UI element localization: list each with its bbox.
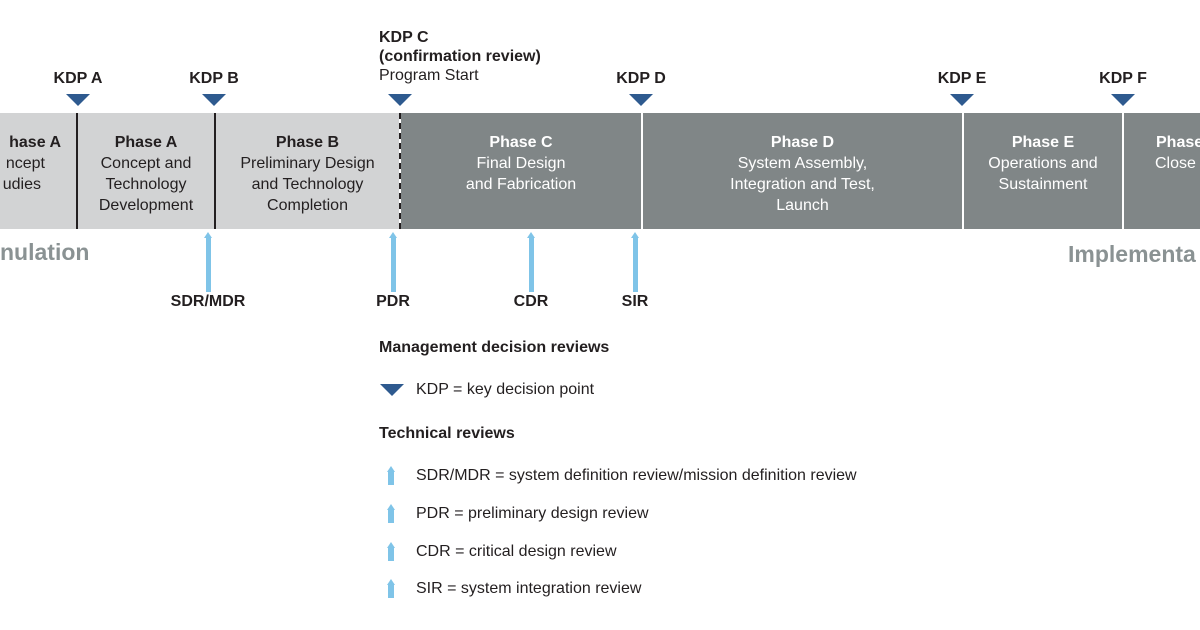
- phase-divider: [76, 113, 78, 229]
- phase-c-desc-1: Final Design: [476, 155, 566, 172]
- kdp-c-label-group: KDP C (confirmation review) Program Star…: [379, 29, 541, 85]
- phase-b-desc-2: and Technology: [251, 176, 364, 193]
- legend-cdr-entry: CDR = critical design review: [416, 543, 617, 560]
- legend-pdr-entry: PDR = preliminary design review: [416, 505, 649, 522]
- phase-e-desc-2: Sustainment: [998, 176, 1088, 193]
- phase-b-title: Phase B: [275, 134, 340, 151]
- phase-a-desc-2: Technology: [105, 176, 187, 193]
- phase-divider: [962, 113, 964, 229]
- legend-kdp-triangle-icon: [380, 384, 404, 396]
- phase-pre-a: hase A ncept udies: [0, 113, 77, 229]
- kdp-f-label: KDP F: [1099, 70, 1147, 87]
- sir-label: SIR: [621, 293, 649, 310]
- cdr-label: CDR: [513, 293, 549, 310]
- phase-b-desc-3: Completion: [267, 197, 348, 214]
- kdp-b-label: KDP B: [189, 70, 239, 87]
- sir-arrow-icon: [631, 232, 639, 292]
- phase-pre-a-desc-2: udies: [2, 176, 41, 193]
- formulation-implementation-boundary: [399, 113, 401, 229]
- legend-review-arrow-icon: [386, 542, 395, 561]
- phase-f-title: Phase: [1156, 134, 1200, 151]
- kdp-f-marker-icon: [1111, 94, 1135, 106]
- kdp-c-sublabel: (confirmation review): [379, 48, 541, 65]
- phase-c-title: Phase C: [489, 134, 553, 151]
- phase-divider: [214, 113, 216, 229]
- kdp-b-marker-icon: [202, 94, 226, 106]
- phase-d-desc-3: Launch: [776, 197, 829, 214]
- implementation-label: Implementa: [1068, 241, 1196, 267]
- kdp-a-label: KDP A: [53, 70, 103, 87]
- pdr-arrow-icon: [389, 232, 397, 292]
- legend-technical-heading: Technical reviews: [379, 425, 515, 442]
- phase-d-desc-1: System Assembly,: [737, 155, 868, 172]
- phase-pre-a-title: hase A: [9, 134, 61, 151]
- kdp-d-marker-icon: [629, 94, 653, 106]
- legend-kdp-entry: KDP = key decision point: [416, 381, 595, 398]
- legend-sir-entry: SIR = system integration review: [416, 580, 642, 597]
- phase-e: Phase E Operations and Sustainment: [964, 113, 1122, 229]
- phase-bar: hase A ncept udies Phase A Concept and T…: [0, 113, 1200, 229]
- phase-b-desc-1: Preliminary Design: [240, 155, 375, 172]
- kdp-c-marker-icon: [388, 94, 412, 106]
- sdr-mdr-arrow-icon: [204, 232, 212, 292]
- phase-d-desc-2: Integration and Test,: [730, 176, 875, 193]
- phase-c: Phase C Final Design and Fabrication: [401, 113, 641, 229]
- phase-d-title: Phase D: [770, 134, 835, 151]
- kdp-d-label: KDP D: [616, 70, 666, 87]
- phase-c-desc-2: and Fabrication: [465, 176, 577, 193]
- phase-a-desc-1: Concept and: [100, 155, 192, 172]
- legend-review-arrow-icon: [386, 579, 395, 598]
- phase-a: Phase A Concept and Technology Developme…: [78, 113, 214, 229]
- phase-e-desc-1: Operations and: [988, 155, 1098, 172]
- phase-a-title: Phase A: [114, 134, 178, 151]
- kdp-c-note: Program Start: [379, 67, 479, 84]
- legend-review-arrow-icon: [386, 504, 395, 523]
- phase-f: Phase Close: [1124, 113, 1200, 229]
- sdr-mdr-label: SDR/MDR: [170, 293, 246, 310]
- legend-management-heading: Management decision reviews: [379, 339, 610, 356]
- phase-f-desc-1: Close: [1155, 155, 1196, 172]
- phase-d: Phase D System Assembly, Integration and…: [643, 113, 962, 229]
- cdr-arrow-icon: [527, 232, 535, 292]
- phase-divider: [641, 113, 643, 229]
- pdr-label: PDR: [376, 293, 410, 310]
- phase-pre-a-desc-1: ncept: [5, 155, 45, 172]
- phase-a-desc-3: Development: [98, 197, 194, 214]
- legend-review-arrow-icon: [386, 466, 395, 485]
- phase-e-title: Phase E: [1011, 134, 1075, 151]
- kdp-e-marker-icon: [950, 94, 974, 106]
- formulation-label: nulation: [0, 239, 90, 265]
- phase-divider: [1122, 113, 1124, 229]
- kdp-c-label: KDP C: [379, 29, 429, 46]
- legend-sdr-mdr-entry: SDR/MDR = system definition review/missi…: [416, 467, 857, 484]
- kdp-a-marker-icon: [66, 94, 90, 106]
- phase-b: Phase B Preliminary Design and Technolog…: [216, 113, 399, 229]
- kdp-e-label: KDP E: [937, 70, 987, 87]
